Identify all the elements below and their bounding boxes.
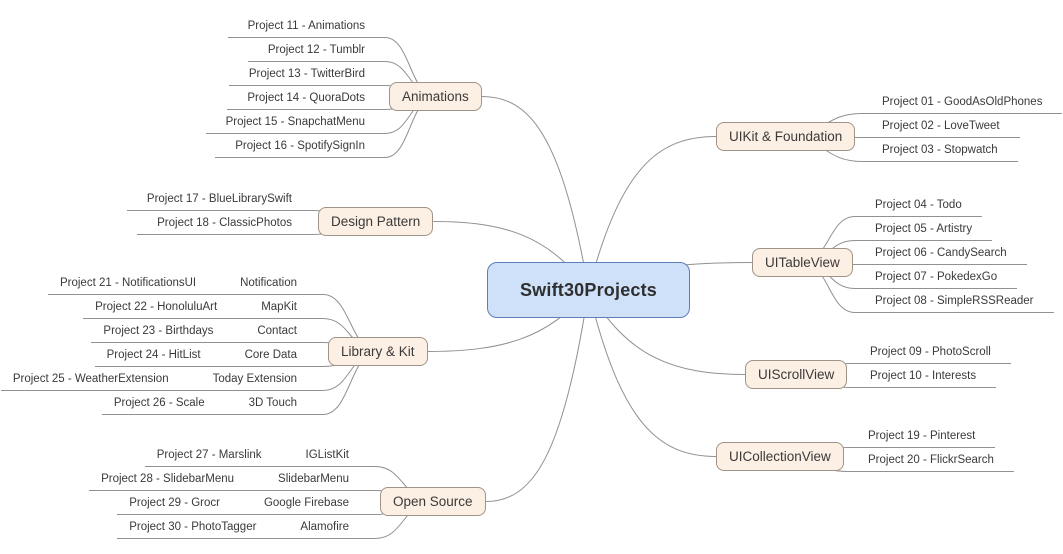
leaf-item: Project 29 - Grocr Google Firebase bbox=[117, 491, 375, 515]
leaf-label: Project 23 - Birthdays bbox=[103, 324, 214, 337]
leaf-item: Project 22 - HonoluluArt MapKit bbox=[83, 295, 323, 319]
branch-node-uikit_foundation[interactable]: UIKit & Foundation bbox=[716, 122, 856, 151]
leaf-tag: Notification bbox=[240, 276, 297, 289]
leaf-item: Project 13 - TwitterBird bbox=[228, 62, 385, 86]
branch-node-animations[interactable]: Animations bbox=[389, 82, 482, 111]
leaf-item: Project 21 - NotificationsUI Notification bbox=[47, 271, 323, 295]
leaf-item: Project 04 - Todo bbox=[855, 193, 982, 217]
leaf-label: Project 05 - Artistry bbox=[875, 222, 973, 235]
leaf-label: Project 10 - Interests bbox=[870, 369, 977, 382]
leaf-tag: Contact bbox=[257, 324, 297, 337]
leaf-label: Project 27 - Marslink bbox=[156, 448, 262, 461]
leaf-item: Project 09 - PhotoScroll bbox=[850, 340, 1011, 364]
leaf-label: Project 06 - CandySearch bbox=[875, 246, 1007, 259]
leaf-label: Project 17 - BlueLibrarySwift bbox=[146, 192, 292, 205]
leaf-label: Project 13 - TwitterBird bbox=[248, 67, 365, 80]
leaf-item: Project 18 - ClassicPhotos bbox=[137, 211, 312, 235]
branch-leaves-library_kit: Project 21 - NotificationsUI Notification… bbox=[0, 271, 323, 415]
leaf-item: Project 02 - LoveTweet bbox=[862, 114, 1020, 138]
leaf-item: Project 03 - Stopwatch bbox=[862, 138, 1018, 162]
leaf-item: Project 06 - CandySearch bbox=[855, 241, 1027, 265]
leaf-label: Project 16 - SpotifySignIn bbox=[235, 139, 365, 152]
leaf-item: Project 19 - Pinterest bbox=[848, 424, 996, 448]
leaf-label: Project 24 - HitList bbox=[106, 348, 201, 361]
leaf-label: Project 14 - QuoraDots bbox=[247, 91, 365, 104]
leaf-item: Project 15 - SnapchatMenu bbox=[205, 110, 385, 134]
leaf-item: Project 28 - SlidebarMenu SlidebarMenu bbox=[89, 467, 375, 491]
leaf-item: Project 17 - BlueLibrarySwift bbox=[126, 187, 312, 211]
leaf-label: Project 18 - ClassicPhotos bbox=[157, 216, 292, 229]
leaf-tag: IGListKit bbox=[305, 448, 349, 461]
branch-node-uiscrollview[interactable]: UIScrollView bbox=[745, 360, 848, 389]
leaf-item: Project 24 - HitList Core Data bbox=[94, 343, 323, 367]
leaf-tag: Google Firebase bbox=[263, 496, 349, 509]
branch-node-open_source[interactable]: Open Source bbox=[380, 487, 486, 516]
leaf-item: Project 11 - Animations bbox=[227, 14, 385, 38]
leaf-label: Project 22 - HonoluluArt bbox=[95, 300, 218, 313]
leaf-tag: SlidebarMenu bbox=[278, 472, 349, 485]
leaf-item: Project 16 - SpotifySignIn bbox=[215, 134, 385, 158]
leaf-label: Project 08 - SimpleRSSReader bbox=[875, 294, 1034, 307]
leaf-item: Project 05 - Artistry bbox=[855, 217, 993, 241]
leaf-label: Project 11 - Animations bbox=[247, 19, 365, 32]
leaf-item: Project 27 - Marslink IGListKit bbox=[144, 443, 375, 467]
branch-node-design_pattern[interactable]: Design Pattern bbox=[318, 207, 434, 236]
leaf-item: Project 01 - GoodAsOldPhones bbox=[862, 90, 1063, 114]
leaf-tag: 3D Touch bbox=[248, 396, 297, 409]
leaf-label: Project 01 - GoodAsOldPhones bbox=[882, 95, 1043, 108]
leaf-item: Project 23 - Birthdays Contact bbox=[91, 319, 323, 343]
leaf-item: Project 12 - Tumblr bbox=[247, 38, 385, 62]
leaf-label: Project 15 - SnapchatMenu bbox=[225, 115, 365, 128]
leaf-item: Project 26 - Scale 3D Touch bbox=[101, 391, 323, 415]
branch-node-uicollectionview[interactable]: UICollectionView bbox=[716, 442, 844, 471]
leaf-label: Project 09 - PhotoScroll bbox=[870, 345, 991, 358]
leaf-label: Project 30 - PhotoTagger bbox=[129, 520, 257, 533]
leaf-label: Project 12 - Tumblr bbox=[267, 43, 365, 56]
leaf-item: Project 30 - PhotoTagger Alamofire bbox=[117, 515, 375, 539]
leaf-label: Project 07 - PokedexGo bbox=[875, 270, 998, 283]
leaf-label: Project 03 - Stopwatch bbox=[882, 143, 998, 156]
leaf-item: Project 25 - WeatherExtension Today Exten… bbox=[0, 367, 323, 391]
leaf-item: Project 14 - QuoraDots bbox=[227, 86, 385, 110]
branch-node-library_kit[interactable]: Library & Kit bbox=[328, 337, 428, 366]
connector-path bbox=[588, 136, 717, 291]
root-node[interactable]: Swift30Projects bbox=[487, 262, 690, 318]
leaf-tag: Core Data bbox=[244, 348, 297, 361]
branch-node-uitableview[interactable]: UITableView bbox=[752, 248, 853, 277]
leaf-item: Project 20 - FlickrSearch bbox=[848, 448, 1014, 472]
leaf-tag: Today Extension bbox=[212, 372, 297, 385]
leaf-label: Project 29 - Grocr bbox=[129, 496, 220, 509]
leaf-label: Project 21 - NotificationsUI bbox=[59, 276, 197, 289]
leaf-label: Project 19 - Pinterest bbox=[868, 429, 976, 442]
leaf-label: Project 26 - Scale bbox=[113, 396, 205, 409]
leaf-label: Project 20 - FlickrSearch bbox=[868, 453, 994, 466]
leaf-item: Project 08 - SimpleRSSReader bbox=[855, 289, 1054, 313]
leaf-tag: Alamofire bbox=[300, 520, 349, 533]
connector-path bbox=[588, 289, 717, 457]
leaf-item: Project 10 - Interests bbox=[850, 364, 997, 388]
leaf-label: Project 02 - LoveTweet bbox=[882, 119, 1000, 132]
leaf-label: Project 04 - Todo bbox=[875, 198, 962, 211]
leaf-item: Project 07 - PokedexGo bbox=[855, 265, 1018, 289]
leaf-label: Project 25 - WeatherExtension bbox=[12, 372, 169, 385]
connector-path bbox=[481, 96, 589, 291]
connector-path bbox=[485, 289, 589, 502]
leaf-tag: MapKit bbox=[261, 300, 297, 313]
leaf-label: Project 28 - SlidebarMenu bbox=[101, 472, 235, 485]
